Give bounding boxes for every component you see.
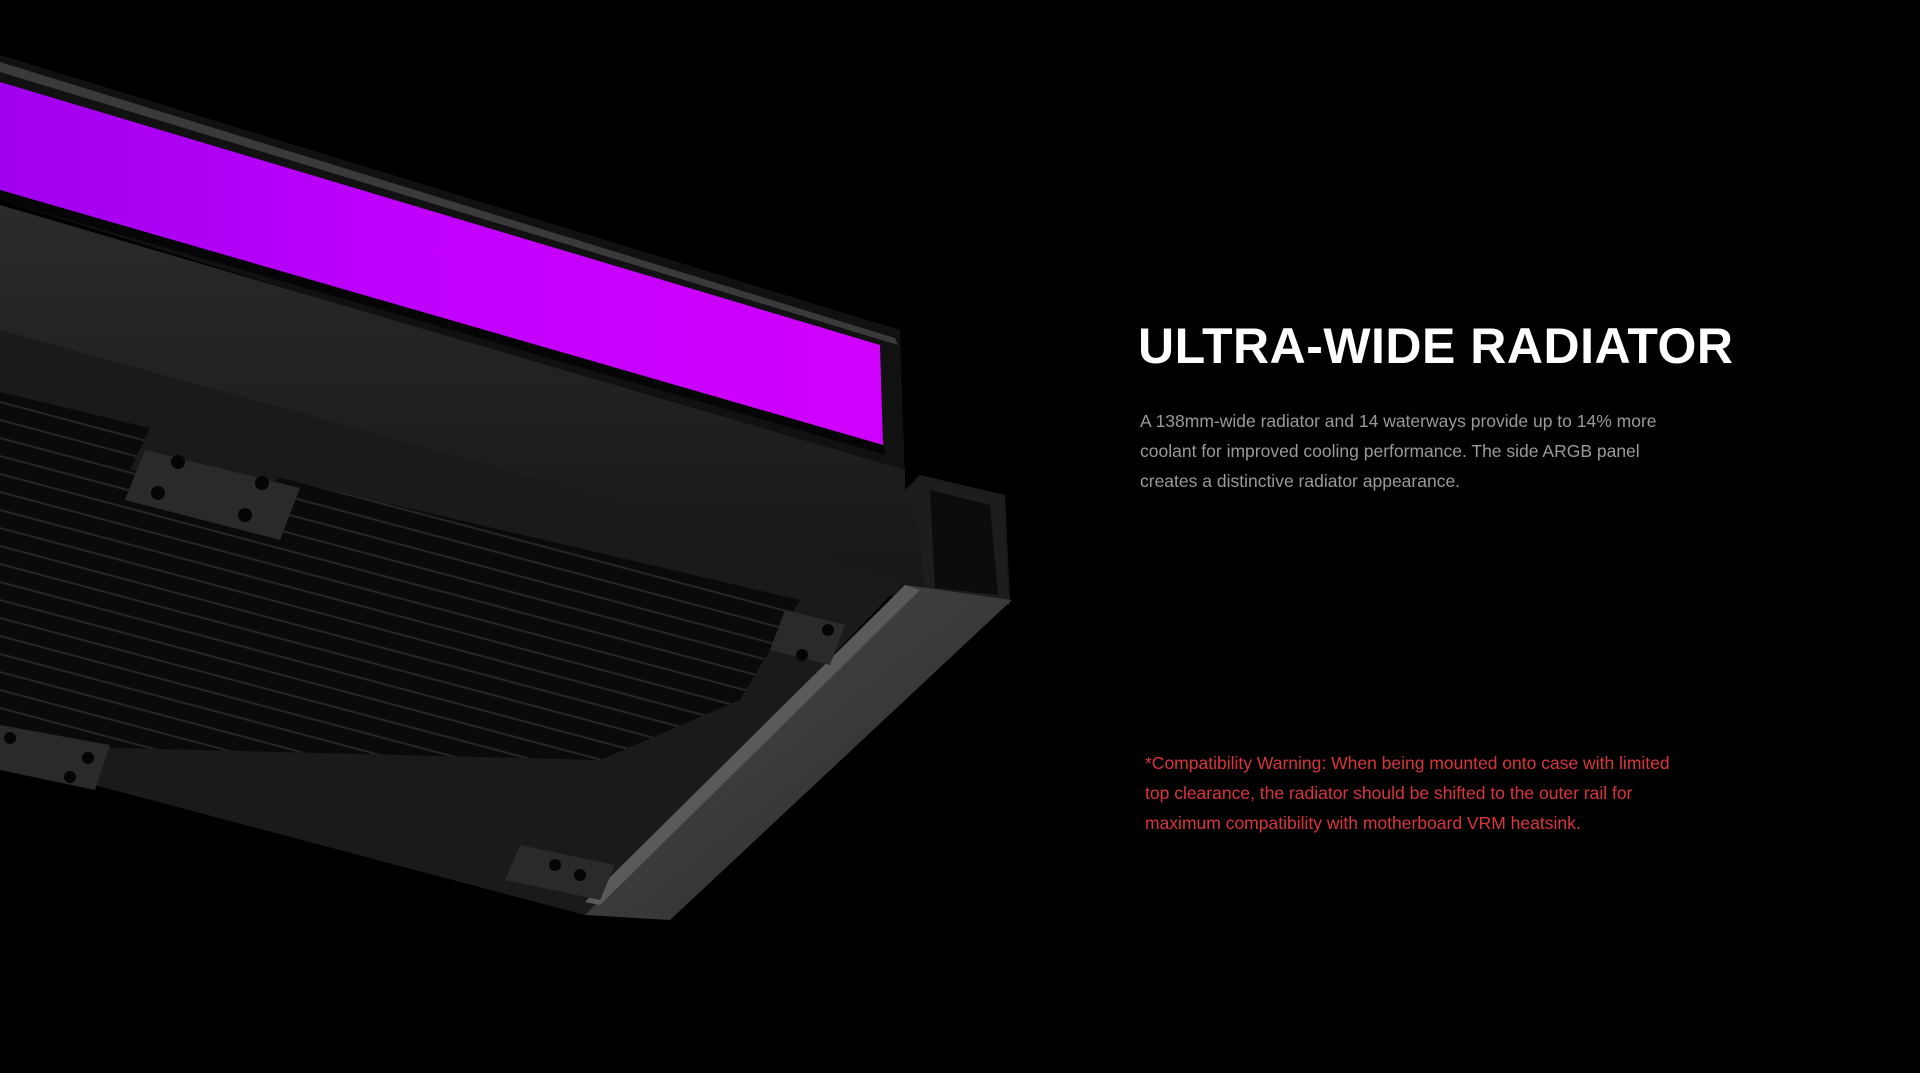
- feature-description: A 138mm-wide radiator and 14 waterways p…: [1140, 411, 1657, 491]
- feature-headline: ULTRA-WIDE RADIATOR: [1138, 318, 1734, 374]
- argb-light-strip: [0, 82, 883, 445]
- radiator-product-image: [0, 55, 1012, 920]
- compatibility-warning: *Compatibility Warning: When being mount…: [1145, 753, 1670, 833]
- feature-copy: ULTRA-WIDE RADIATOR A 138mm-wide radiato…: [1138, 316, 1734, 496]
